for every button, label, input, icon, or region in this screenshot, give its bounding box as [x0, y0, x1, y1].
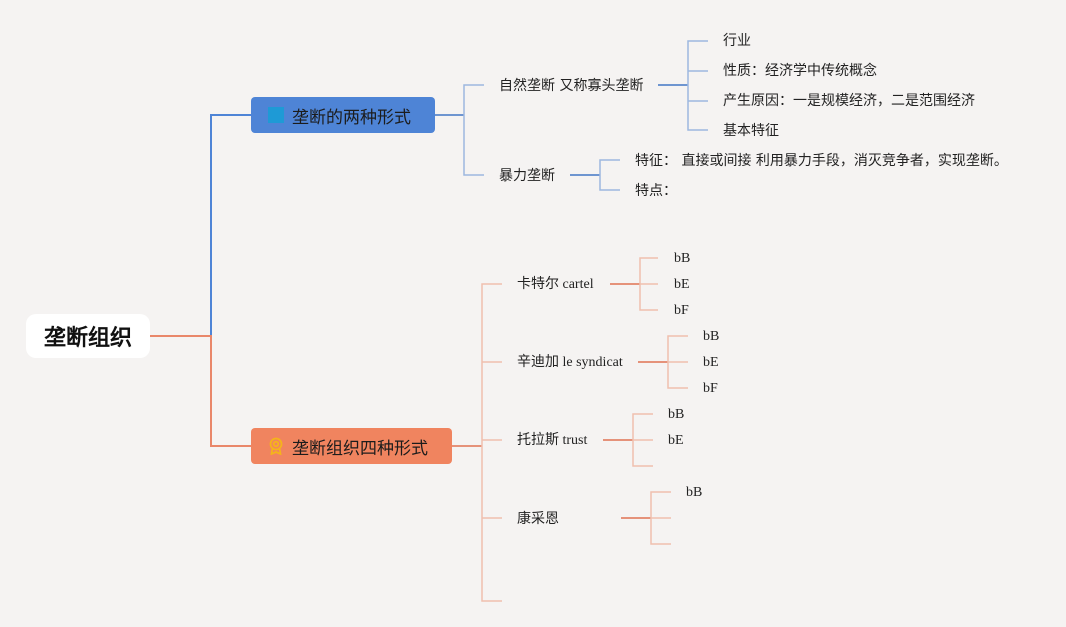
- subtopic-syndicat-bb[interactable]: bB: [703, 329, 720, 344]
- subtopic-trust-bb[interactable]: bB: [668, 407, 685, 422]
- root-connectors: [150, 114, 251, 447]
- bookmark-icon: [267, 106, 285, 124]
- topic-trust[interactable]: 托拉斯 trust: [517, 433, 588, 448]
- subtopic-syndicat-be[interactable]: bE: [703, 355, 719, 370]
- root-node-label: 垄断组织: [43, 326, 132, 351]
- connector-root-orange: [150, 335, 251, 447]
- connector-konzern-fork: [650, 491, 671, 545]
- subtopic-cartel-bf[interactable]: bF: [674, 303, 689, 318]
- connector-natural-fork: [687, 40, 708, 131]
- connector-root-blue: [210, 114, 251, 336]
- branch-node-two-forms[interactable]: 垄断的两种形式: [251, 97, 435, 133]
- subtopic-causes[interactable]: 产生原因：一是规模经济，二是范围经济: [723, 93, 975, 109]
- subtopic-industry[interactable]: 行业: [723, 33, 751, 49]
- subtopic-cartel-be[interactable]: bE: [674, 277, 690, 292]
- connector-cartel-fork: [639, 257, 658, 311]
- award-icon: [267, 437, 285, 456]
- connector-orange-fork: [481, 283, 502, 602]
- topic-violent-monopoly[interactable]: 暴力垄断: [499, 168, 555, 184]
- subtopic-nature[interactable]: 性质：经济学中传统概念: [723, 63, 877, 79]
- subtopic-violent-characteristic[interactable]: 特点：: [635, 183, 677, 199]
- blue-branch-connectors: [435, 40, 708, 191]
- branch-node-label: 垄断组织四种形式: [292, 438, 428, 459]
- subtopic-violent-feature[interactable]: 特征： 直接或间接 利用暴力手段，消灭竞争者，实现垄断。: [635, 153, 1008, 169]
- topic-konzern[interactable]: 康采恩: [517, 511, 559, 527]
- branch-node-four-forms[interactable]: 垄断组织四种形式: [251, 428, 452, 464]
- topic-syndicat[interactable]: 辛迪加 le syndicat: [517, 355, 623, 370]
- subtopic-trust-be[interactable]: bE: [668, 433, 684, 448]
- topic-cartel[interactable]: 卡特尔 cartel: [517, 277, 594, 292]
- connector-violent-fork: [599, 159, 620, 191]
- connector-syndicat-fork: [667, 335, 688, 389]
- branch-node-label: 垄断的两种形式: [292, 107, 411, 128]
- subtopic-konzern-bb[interactable]: bB: [686, 485, 703, 500]
- topic-natural-monopoly[interactable]: 自然垄断 又称寡头垄断: [499, 78, 644, 94]
- subtopic-syndicat-bf[interactable]: bF: [703, 381, 718, 396]
- subtopic-cartel-bb[interactable]: bB: [674, 251, 691, 266]
- subtopic-basic-features[interactable]: 基本特征: [723, 123, 779, 139]
- orange-branch-connectors: [452, 257, 688, 602]
- connector-blue-fork: [463, 84, 484, 176]
- root-node[interactable]: 垄断组织: [26, 314, 150, 358]
- connector-trust-fork: [632, 413, 653, 467]
